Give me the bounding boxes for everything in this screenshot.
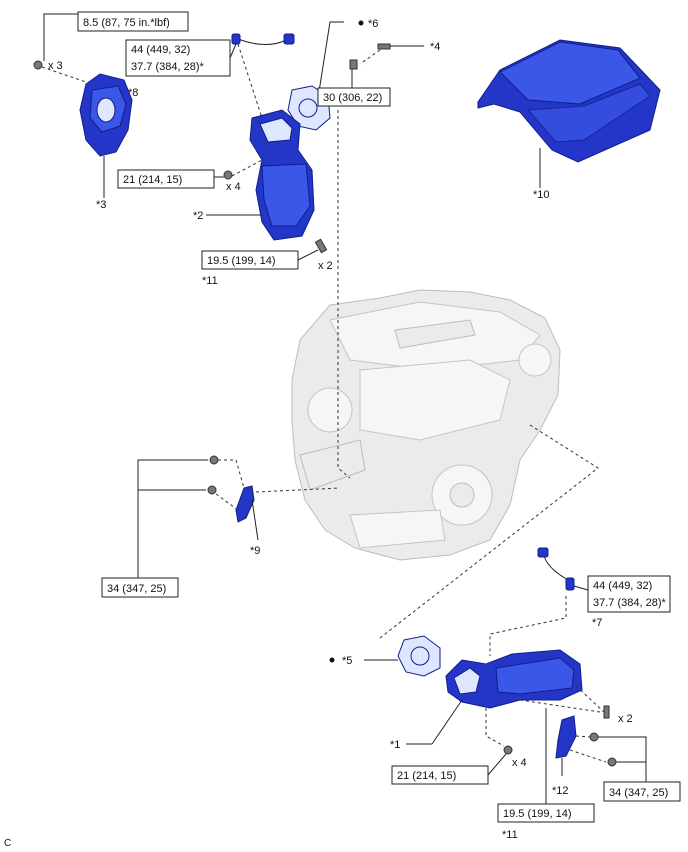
stud-bolt-icon <box>349 43 391 70</box>
bullet-c6 <box>358 20 364 26</box>
torque-box-t9 <box>497 803 595 823</box>
torque-t6: 34 (347, 25) <box>107 583 166 595</box>
torque-t1: 8.5 (87, 75 in.*lbf) <box>83 17 170 29</box>
callout-c8: *8 <box>128 87 138 99</box>
nut-icon <box>503 745 513 755</box>
leader-t8 <box>487 753 507 776</box>
dash-c12-b <box>569 749 607 763</box>
bolt-icon <box>589 732 599 742</box>
qty-q5: x 4 <box>512 757 527 769</box>
callout-c9: *9 <box>250 545 260 557</box>
dash-q4 <box>575 685 605 713</box>
qty-q4: x 2 <box>618 713 633 725</box>
nut-icon <box>223 170 233 180</box>
bracket-right <box>555 715 577 759</box>
callout-c12: *12 <box>552 785 569 797</box>
leader-c9 <box>251 499 259 541</box>
torque-box-t2 <box>125 39 231 77</box>
qty-q3: x 2 <box>318 260 333 272</box>
leader-t2 <box>229 43 237 59</box>
bolt-icon <box>314 238 328 254</box>
torque-t7a: 44 (449, 32) <box>593 580 652 592</box>
dash-q1 <box>41 66 87 83</box>
dash-q2 <box>231 159 263 177</box>
leader-t6a <box>137 459 208 578</box>
dash-bracket-right <box>519 699 601 713</box>
dash-sensor-lower <box>489 596 567 656</box>
torque-box-t3 <box>317 87 391 107</box>
torque-t3: 30 (306, 22) <box>323 92 382 104</box>
torque-t8: 21 (214, 15) <box>397 770 456 782</box>
dash-c4 <box>359 49 381 65</box>
torque-box-t6 <box>101 577 179 598</box>
dash-gasket-engine <box>337 110 351 479</box>
engine-assembly <box>291 289 561 561</box>
catalytic-converter-upper <box>249 109 315 241</box>
leader-t5 <box>297 249 319 261</box>
dash-q5 <box>485 708 505 747</box>
torque-t7b: 37.7 (384, 28)* <box>593 597 666 609</box>
oxygen-sensor-upper-icon <box>231 33 295 45</box>
bullet-c5 <box>329 657 335 663</box>
callout-c5: *5 <box>342 655 352 667</box>
leader-t10-a <box>598 736 647 782</box>
heat-insulator-upper <box>79 73 133 157</box>
engine-cover <box>477 39 661 163</box>
dash-engine-lower <box>379 424 599 639</box>
torque-t4: 21 (214, 15) <box>123 174 182 186</box>
leader-c6 <box>317 21 344 99</box>
leader-c1-a <box>431 699 463 745</box>
callout-c7: *7 <box>592 617 602 629</box>
dash-sensor-upper <box>237 43 263 119</box>
callout-c4: *4 <box>430 41 440 53</box>
bolt-icon <box>33 60 43 70</box>
leader-t7 <box>573 585 589 591</box>
callout-c1: *1 <box>390 739 400 751</box>
qty-q2: x 4 <box>226 181 241 193</box>
dash-bracket-2 <box>215 493 239 511</box>
dash-bracket-1 <box>218 459 245 489</box>
torque-box-t10 <box>603 781 681 802</box>
bolt-icon <box>603 705 610 719</box>
torque-box-t4 <box>117 169 215 189</box>
callout-c11a: *11 <box>202 275 218 287</box>
dash-c12-a <box>575 735 591 738</box>
torque-t2a: 44 (449, 32) <box>131 44 190 56</box>
torque-t2b: 37.7 (384, 28)* <box>131 61 204 73</box>
figure-code: C <box>4 838 11 849</box>
dash-bracket-engine <box>255 487 341 493</box>
bolt-icon <box>607 757 617 767</box>
torque-box-t1 <box>77 11 189 32</box>
callout-c3: *3 <box>96 199 106 211</box>
callout-c10: *10 <box>533 189 550 201</box>
oxygen-sensor-lower-icon <box>537 547 575 591</box>
qty-q1: x 3 <box>48 60 63 72</box>
gasket-lower <box>397 635 441 677</box>
torque-t10: 34 (347, 25) <box>609 787 668 799</box>
leader-t1 <box>43 13 78 61</box>
bolt-icon <box>209 455 219 465</box>
bolt-icon <box>207 485 217 495</box>
torque-t9: 19.5 (199, 14) <box>503 808 572 820</box>
catalytic-converter-lower <box>445 649 583 709</box>
callout-c6: *6 <box>368 18 378 30</box>
callout-c2: *2 <box>193 210 203 222</box>
torque-box-t7 <box>587 575 671 613</box>
torque-t5: 19.5 (199, 14) <box>207 255 276 267</box>
bracket-left <box>235 485 255 523</box>
callout-c11b: *11 <box>502 829 518 841</box>
